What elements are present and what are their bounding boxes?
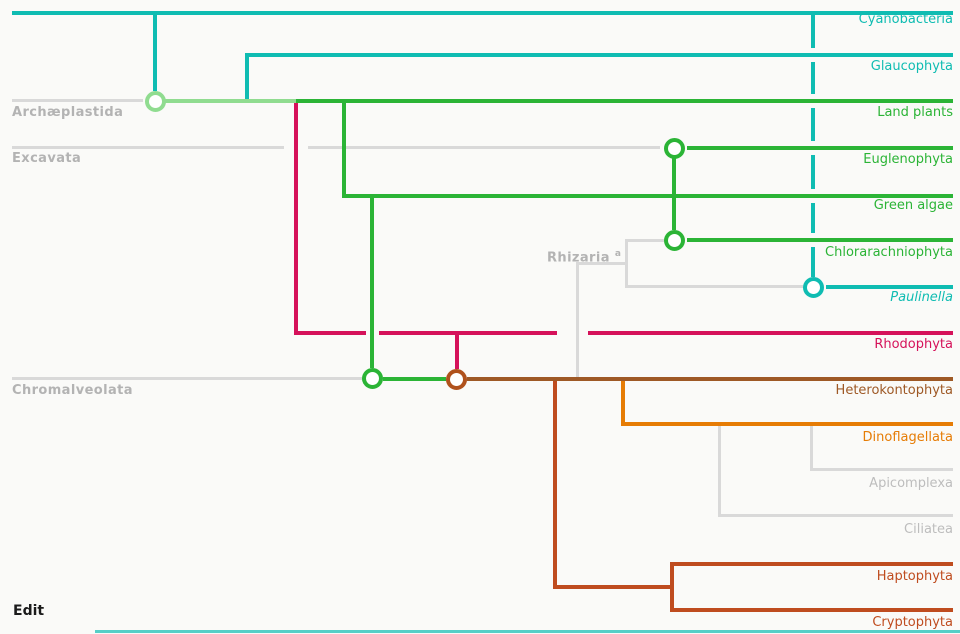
chromalveolata-green-connector [383,377,446,381]
hapto-crypto-stem-vertical [553,381,557,589]
dinoflagellata-branch-vertical [621,381,625,426]
archaeplastida-host-line [12,99,143,102]
rhodophyta-label: Rhodophyta [874,337,953,352]
cryptophyta-line [670,608,953,612]
hapto-crypto-fork-vertical [670,562,674,612]
green-algae-line [342,194,953,198]
excavata-label: Excavata [12,151,82,166]
edit-link[interactable]: Edit [13,603,45,619]
apicomplexa-drop-vertical [810,426,813,471]
rhizaria-footnote-marker: a [614,249,622,259]
cyanobacteria-to-paulinella-vertical [811,15,815,48]
heterokontophyta-label: Heterokontophyta [835,383,953,398]
green-algae-branch-vertical [342,99,346,198]
archaeplastida-stem-line [165,99,298,103]
glaucophyta-branch-vertical [245,53,249,103]
excavata-host-line [308,146,660,149]
chromalveolata-host-line [12,377,362,380]
rhodophyta-line [296,331,366,335]
chromalveolata-green-endosymbiosis-node [362,368,383,389]
chlorarachniophyta-label: Chlorarachniophyta [825,245,953,260]
cryptophyta-label: Cryptophyta [872,615,953,630]
glaucophyta-label: Glaucophyta [870,59,953,74]
haptophyta-line [670,562,953,566]
dinoflagellata-label: Dinoflagellata [862,430,953,445]
paulinella-label: Paulinella [890,290,953,305]
euglenophyta-label: Euglenophyta [863,152,953,167]
rhizaria-label-text: Rhizaria [547,250,610,266]
cyanobacteria-line [12,11,953,15]
rhizaria-label: Rhizaria a [547,247,621,265]
cyanobacteria-to-paulinella-vertical [811,108,815,141]
rhodophyta-branch-vertical [294,103,298,335]
green-algae-to-euglenophyta-vertical [672,158,676,230]
bottom-edge-line [95,630,960,633]
archaeplastida-label: Archæplastida [12,105,124,120]
primary-endosymbiosis-node [145,91,166,112]
chlorarachniophyta-line [687,238,953,242]
euglenophyta-endosymbiosis-node [664,138,685,159]
ciliatea-label: Ciliatea [904,522,953,537]
rhodophyta-to-chromalveolata-vertical [455,333,459,369]
rhizaria-stem-vertical [576,262,579,377]
dinoflagellata-line [621,422,953,426]
excavata-host-line [12,146,284,149]
green-algae-label: Green algae [873,198,953,213]
cyanobacteria-to-paulinella-vertical [811,247,815,277]
rhodophyta-line [379,331,557,335]
apicomplexa-line [810,468,953,471]
ciliatea-drop-vertical [718,426,721,517]
cyanobacteria-to-paulinella-vertical [811,203,815,233]
cyanobacteria-label: Cyanobacteria [858,12,953,27]
cyanobacteria-to-paulinella-vertical [811,62,815,94]
rhizaria-branch-jog [576,262,628,265]
land-plants-label: Land plants [877,105,953,120]
rhodophyta-line [588,331,953,335]
euglenophyta-line [687,146,953,150]
glaucophyta-line [245,53,953,57]
paulinella-host-line [625,285,803,288]
chromalveolata-red-endosymbiosis-node [446,369,467,390]
chlorarachniophyta-endosymbiosis-node [664,230,685,251]
paulinella-endosymbiosis-node [803,277,824,298]
rhizaria-branch-bracket [625,239,628,288]
rhizaria-branch-top-arm [625,239,664,242]
cyanobacteria-to-paulinella-vertical [811,155,815,189]
cyanobacteria-to-archaeplastida-vertical [153,11,157,91]
hapto-crypto-stem-horizontal [553,585,674,589]
heterokontophyta-line [467,377,953,381]
land-plants-line [296,99,953,103]
green-algae-to-chromalveolata-vertical [370,194,374,368]
apicomplexa-label: Apicomplexa [869,476,953,491]
paulinella-line [826,285,953,289]
ciliatea-line [718,514,953,517]
haptophyta-label: Haptophyta [876,569,953,584]
chromalveolata-label: Chromalveolata [12,383,133,398]
